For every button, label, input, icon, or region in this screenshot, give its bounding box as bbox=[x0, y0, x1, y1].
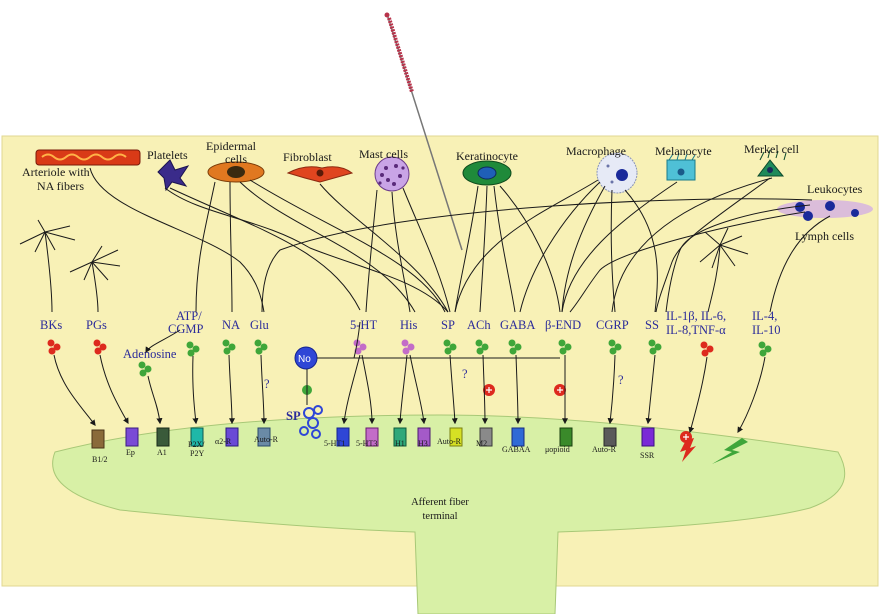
lymph-cells-label: Lymph cells bbox=[795, 229, 854, 243]
question-mark-cgrp: ? bbox=[618, 373, 624, 387]
ssr-receptor-label: SSR bbox=[640, 451, 655, 460]
mediator-receptor-arrows bbox=[53, 321, 766, 434]
h1-receptor-label: H1 bbox=[395, 439, 405, 448]
leukocytes-icon bbox=[777, 200, 873, 221]
b12-receptor-label: B1/2 bbox=[92, 455, 108, 464]
question-mark-sp: ? bbox=[462, 367, 468, 381]
mediator-molecule-icons bbox=[47, 339, 772, 377]
alpha2-receptor-label: α2-R bbox=[215, 437, 232, 446]
acupuncture-needle bbox=[384, 12, 463, 251]
adenosine-label: Adenosine bbox=[123, 347, 177, 361]
his-label: His bbox=[400, 318, 418, 332]
membrane-receptors bbox=[91, 427, 748, 464]
ep-receptor-label: Ep bbox=[126, 448, 135, 457]
fibroblast-icon bbox=[286, 166, 354, 183]
no-label: No bbox=[298, 354, 311, 365]
keratinocyte-icon bbox=[462, 160, 512, 186]
na-label: NA bbox=[222, 318, 240, 332]
sp-release-cluster: SP bbox=[286, 405, 323, 439]
arteriole-icon bbox=[35, 149, 141, 166]
m2-receptor-label: M2 bbox=[476, 439, 487, 448]
platelets-icon bbox=[157, 159, 190, 192]
5ht-label: 5-HT bbox=[350, 318, 377, 332]
ss-label: SS bbox=[645, 318, 659, 332]
melanocyte-icon bbox=[666, 152, 696, 181]
melanocyte-label: Melanocyte bbox=[655, 144, 712, 158]
epidermal-cell-icon bbox=[207, 161, 265, 183]
sp-release-label: SP bbox=[286, 409, 301, 423]
p2x-receptor-label: P2X/P2Y bbox=[188, 440, 205, 458]
interleukins-anti-label: IL-4,IL-10 bbox=[752, 309, 780, 337]
gabaa-receptor-label: GABAA bbox=[502, 445, 531, 454]
cgrp-label: CGRP bbox=[596, 318, 629, 332]
question-mark-glu: ? bbox=[264, 377, 270, 391]
merkel-cell-label: Merkel cell bbox=[744, 142, 800, 156]
merkel-cell-icon bbox=[757, 149, 787, 177]
interleukins-pro-label: IL-1β, IL-6,IL-8,TNF-α bbox=[666, 309, 726, 337]
pgs-label: PGs bbox=[86, 318, 107, 332]
leukocytes-label: Leukocytes bbox=[807, 182, 863, 196]
5ht3-receptor-label: 5-HT3 bbox=[356, 439, 377, 448]
platelets-label: Platelets bbox=[147, 148, 188, 162]
auto-r-receptor-label-3: Auto-R bbox=[592, 445, 617, 454]
mast-cells-label: Mast cells bbox=[359, 147, 408, 161]
h3-receptor-label: H3 bbox=[418, 439, 428, 448]
afferent-fiber-terminal bbox=[52, 414, 846, 614]
auto-r-receptor-label-2: Auto-R bbox=[437, 437, 462, 446]
a1-receptor-label: A1 bbox=[157, 448, 167, 457]
mast-cell-icon bbox=[374, 156, 410, 192]
cell-connection-fibers bbox=[19, 167, 831, 313]
auto-r-receptor-label-1: Auto-R bbox=[254, 435, 279, 444]
keratinocyte-label: Keratinocyte bbox=[456, 149, 518, 163]
ach-label: ACh bbox=[467, 318, 491, 332]
macrophage-label: Macrophage bbox=[566, 144, 626, 158]
beta-end-label: β-END bbox=[545, 318, 581, 332]
bks-label: BKs bbox=[40, 318, 62, 332]
macrophage-icon bbox=[596, 152, 638, 194]
5ht1-receptor-label: 5-HT1 bbox=[324, 439, 345, 448]
glu-label: Glu bbox=[250, 318, 270, 332]
no-molecule: No bbox=[294, 346, 560, 405]
mu-opioid-receptor-label: μopioid bbox=[545, 445, 570, 454]
fibroblast-label: Fibroblast bbox=[283, 150, 332, 164]
sp-label: SP bbox=[441, 318, 455, 332]
gaba-label: GABA bbox=[500, 318, 535, 332]
